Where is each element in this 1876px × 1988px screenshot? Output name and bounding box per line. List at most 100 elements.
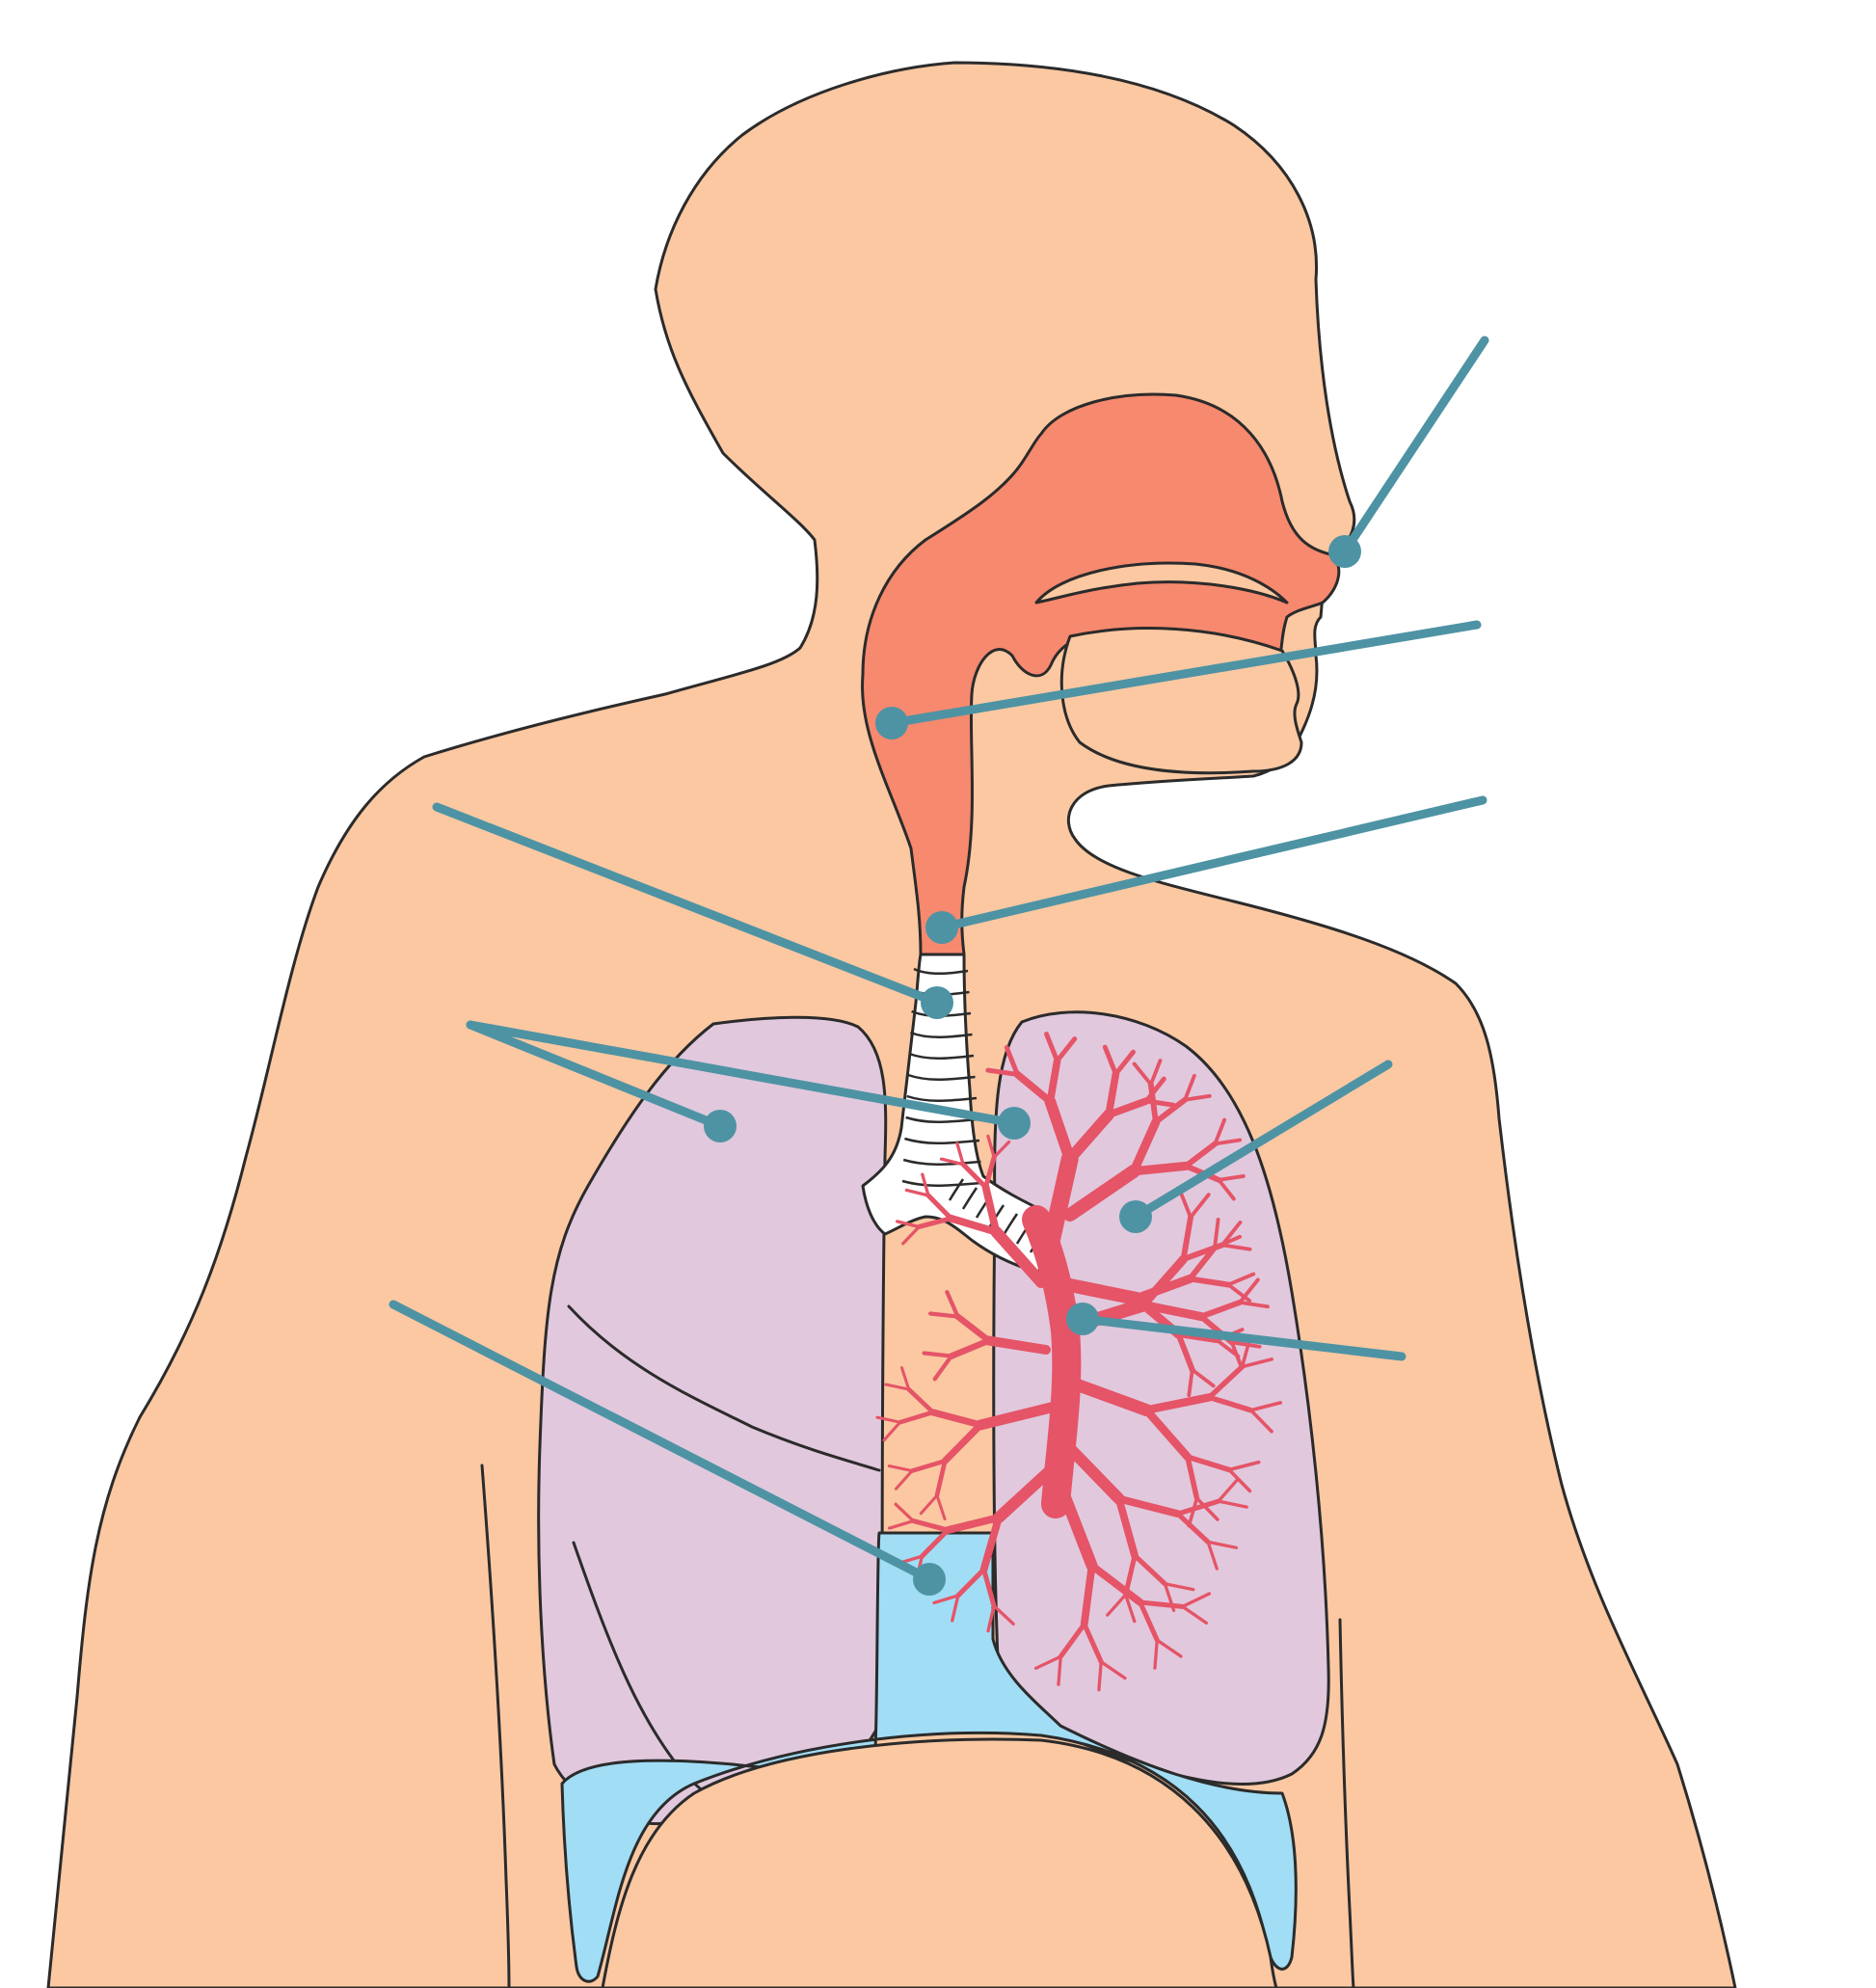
leader-line [466,1020,725,1131]
tongue [1059,627,1303,775]
bronchus-ring [1002,1213,1019,1236]
bronchiole-branch [875,1415,902,1424]
bronchiole-branch [1105,1097,1150,1119]
bronchiole-branch [1046,1057,1061,1106]
bronchiole-branch [955,1142,965,1167]
bronchiole-branch [899,1366,911,1391]
bronchiole-branch [1138,1599,1186,1609]
bronchiole-branch [921,1172,930,1197]
label-marker-dot [921,986,953,1019]
bronchiole-branch [1227,1467,1252,1493]
trachea-ring [908,1052,975,1061]
bronchiole-branch [1217,1177,1236,1201]
bronchiole-branch [945,1290,960,1319]
bronchiole-branch [1053,1431,1125,1505]
bronchiole-branch [1213,1217,1220,1249]
bronchiole-branch [1054,1372,1153,1417]
bronchiole-branch [887,1464,914,1473]
bronchiole-branch [1213,1117,1227,1146]
trachea-ring [906,1094,978,1103]
bronchiole-branch [1099,1660,1127,1680]
leader-line [432,802,942,1007]
bronchiole-branch [929,1409,984,1429]
trachea-ring [907,1073,976,1082]
bronchus-ring [961,1187,978,1210]
bronchiole-branch [901,1224,921,1246]
bronchiole-branch [1080,1561,1096,1628]
trachea-ring [905,1115,978,1124]
leader-line [1340,336,1489,556]
bronchiole-branch [948,1337,993,1359]
bronchiole-branch [935,1493,947,1521]
bronchiole-branch [1217,1499,1248,1509]
bronchiole-branch [916,1216,953,1230]
bronchiole-branch [960,1162,989,1190]
bronchiole-branch [1226,1282,1252,1303]
label-marker-dot [1119,1200,1152,1233]
bronchiole-branch [1206,1363,1246,1401]
bronchiole-branch [1238,1300,1270,1309]
bronchiole-branch [1175,1331,1195,1373]
bronchiole-branch [1180,1592,1212,1609]
bronchus-ring [948,1178,965,1201]
bronchiole-branch [979,1514,1003,1573]
bronchiole-branch [1055,1036,1078,1063]
bronchiole-branch [1238,1277,1260,1304]
bronchiole-branch [1185,1454,1232,1473]
bronchiole-branch [1229,1340,1262,1349]
bronchiole-branch [954,1313,993,1344]
leader-line [466,1020,1019,1128]
bronchiole-branch [1143,1076,1166,1104]
label-marker-dot [1066,1303,1099,1335]
bronchiole-branch [1189,1193,1211,1220]
bronchiole-branch [925,1193,953,1222]
bronchiole-branch [1206,1540,1219,1571]
bronchiole-branch [1175,1498,1221,1517]
bronchiole-branch [904,1188,930,1197]
trachea-ring [902,1158,981,1166]
bronchiole-branch [932,1594,960,1605]
bronchiole-branch [939,1157,965,1167]
bronchiole-branch [1185,1454,1200,1501]
bronchiole-branch [1044,1032,1060,1063]
bronchiole-branch [884,1383,911,1391]
bronchiole-branch [1063,1164,1141,1222]
bronchiole-branch [895,1220,921,1229]
bronchiole-branch [1152,1096,1189,1125]
bronchiole-branch [1034,1654,1062,1670]
bronchiole-branch [1049,1276,1143,1305]
bronchiole-branch [1112,1049,1136,1077]
trachea-ring [909,1031,973,1039]
bronchiole-branch [955,1567,987,1598]
leader-line [887,620,1482,728]
bronchiole-branch [927,1311,960,1319]
bronchiole-branch [1248,1408,1273,1434]
bronchiole-branch [983,1335,1051,1355]
label-marker-dot [704,1110,737,1142]
bronchiole-branch [1190,1367,1216,1388]
bronchiole-branch [1114,1494,1139,1560]
leader-line [1131,1060,1393,1222]
left-arm-contour [480,1464,511,1988]
bronchiole-branch [1187,1276,1232,1288]
trachea-ring [901,1179,983,1187]
bronchiole-branch [1102,1044,1118,1077]
bronchiole-branch [990,1225,1047,1288]
bronchiole-branch [934,1458,948,1498]
bronchiole-branch [894,1502,916,1523]
bronchiole-branch [1147,1081,1159,1125]
label-marker-dot [925,911,958,944]
bronchiole-branch [1180,1214,1194,1263]
bronchiole-branch [981,1183,1001,1236]
bronchiole-branch [986,1134,996,1159]
bronchiole-branch [1217,1174,1246,1182]
bronchiole-branch [986,1603,996,1633]
bronchiole-branch [992,1603,1015,1625]
bronchiole-branch [1114,1494,1182,1518]
label-marker-dot [913,1563,946,1596]
bronchiole-branch [1004,1045,1020,1077]
bronchiole-branch [1058,1622,1087,1659]
bronchiole-branch [1187,1367,1194,1398]
left-lung-fissure-upper [567,1304,881,1472]
